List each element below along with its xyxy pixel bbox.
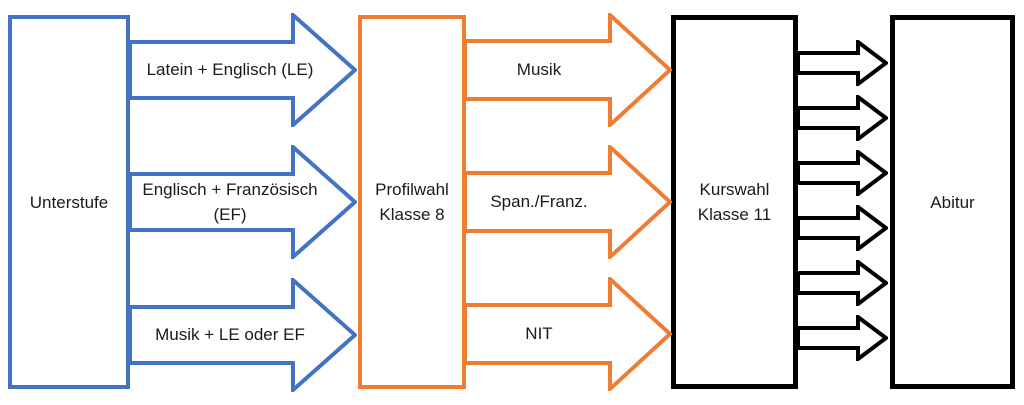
orange-arrow-musik [463,13,672,127]
black-arrow [796,205,888,251]
black-arrow [796,95,888,141]
box-unterstufe-label: Unterstufe [29,192,109,212]
black-arrow [796,315,888,361]
blue-arrow-latein-englisch [128,13,357,127]
box-profilwahl: Profilwahl Klasse 8 [358,15,466,389]
box-kurswahl: Kurswahl Klasse 11 [671,15,798,389]
box-profilwahl-label-line2: Klasse 8 [379,205,445,224]
box-unterstufe: Unterstufe [8,15,130,389]
blue-arrow-englisch-franzoesisch [128,145,357,259]
box-kurswahl-label-line2: Klasse 11 [697,205,772,224]
box-kurswahl-label-line1: Kurswahl [699,180,770,199]
box-abitur: Abitur [890,15,1015,389]
orange-arrow-nit [463,277,672,391]
black-arrow [796,40,888,86]
black-arrow [796,260,888,306]
black-arrow [796,150,888,196]
blue-arrow-musik [128,278,357,392]
box-abitur-label: Abitur [930,192,975,212]
box-profilwahl-label-line1: Profilwahl [375,180,449,199]
orange-arrow-span-franz [463,145,672,259]
